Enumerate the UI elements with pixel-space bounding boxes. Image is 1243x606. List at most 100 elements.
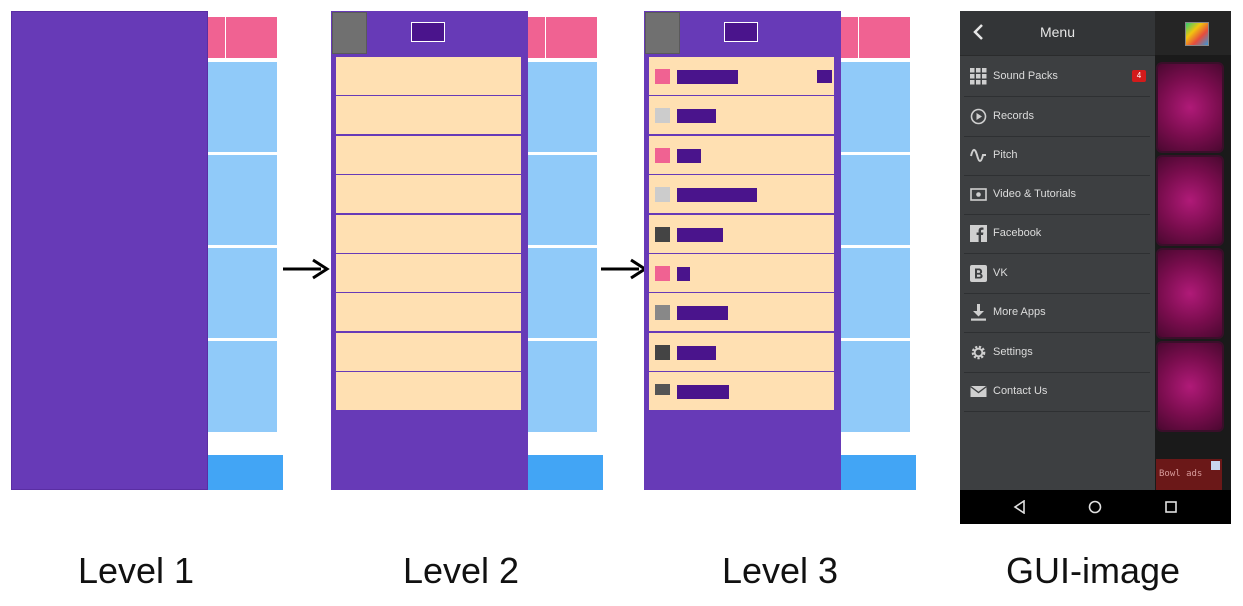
home-circle-icon[interactable] — [1088, 500, 1102, 514]
menu-item-more-apps[interactable]: More Apps — [964, 293, 1150, 333]
menu-item-label: Settings — [993, 346, 1033, 358]
menu-item-video-tutorials[interactable]: Video & Tutorials — [964, 175, 1150, 215]
menu-item-records[interactable]: Records — [964, 97, 1150, 137]
wireframe-text-block — [677, 267, 690, 281]
menu-item-contact-us[interactable]: Contact Us — [964, 372, 1150, 412]
wireframe-icon-block — [655, 147, 670, 163]
pad-tile[interactable] — [1156, 62, 1224, 153]
menu-item-vk[interactable]: VK — [964, 254, 1150, 294]
level2-caption: Level 2 — [402, 550, 520, 591]
wireframe-list-item — [649, 293, 834, 332]
wireframe-list-item — [336, 254, 521, 292]
wireframe-list-item — [336, 175, 521, 214]
wireframe-list-item — [649, 96, 834, 135]
pad-tile[interactable] — [1156, 155, 1224, 246]
back-arrow-icon[interactable] — [970, 23, 988, 41]
level3-title-block — [724, 22, 758, 42]
wireframe-text-block — [677, 188, 757, 203]
level2-pad-block — [527, 248, 597, 338]
wireframe-icon-block — [655, 226, 670, 242]
level2-pad-block — [527, 341, 597, 432]
level2-pad-block — [527, 155, 597, 245]
level1-wireframe — [11, 11, 283, 491]
wireframe-text-block — [677, 70, 738, 84]
wave-icon — [970, 148, 986, 162]
gui-image-caption: GUI-image — [1005, 550, 1181, 591]
ad-banner[interactable]: Bowl ads — [1156, 459, 1222, 490]
level1-drawer-block — [11, 11, 208, 490]
wireframe-icon-block — [655, 266, 670, 281]
arrow-right-icon — [601, 258, 648, 280]
level3-pad-block — [840, 62, 910, 152]
menu-item-label: Video & Tutorials — [993, 188, 1076, 200]
wireframe-text-block — [677, 385, 729, 400]
level2-pad-block — [527, 62, 597, 152]
wireframe-list-item — [336, 372, 521, 411]
level2-drawer-block — [331, 11, 528, 490]
menu-item-pitch[interactable]: Pitch — [964, 136, 1150, 176]
menu-item-sound-packs[interactable]: Sound Packs 4 — [964, 57, 1150, 97]
wireframe-icon-block — [655, 69, 670, 84]
level1-pad-block — [207, 62, 277, 152]
pad-tile[interactable] — [1156, 248, 1224, 339]
play-circle-icon — [970, 108, 987, 125]
level3-pad-block — [840, 248, 910, 338]
ad-close-icon[interactable] — [1211, 461, 1220, 470]
menu-item-label: Sound Packs — [993, 70, 1058, 82]
notification-badge: 4 — [1132, 70, 1146, 82]
menu-item-settings[interactable]: Settings — [964, 333, 1150, 373]
back-triangle-icon[interactable] — [1013, 500, 1027, 514]
level1-pad-block — [207, 248, 277, 338]
wireframe-list-item — [336, 57, 521, 95]
system-nav-bar — [960, 490, 1231, 524]
level3-caption: Level 3 — [721, 550, 839, 591]
level3-ad-block — [840, 455, 916, 490]
level1-toolbar-block — [207, 17, 277, 58]
level1-caption: Level 1 — [77, 550, 195, 591]
wireframe-list-item — [336, 96, 521, 135]
menu-item-label: VK — [993, 267, 1008, 279]
wireframe-icon-block — [655, 384, 670, 396]
wireframe-list-item — [649, 175, 834, 214]
wireframe-list-item — [649, 332, 834, 371]
wireframe-badge-block — [817, 70, 832, 83]
menu-item-label: Contact Us — [993, 385, 1048, 397]
wireframe-list-item — [336, 135, 521, 174]
level1-ad-block — [207, 455, 283, 490]
wireframe-list-item — [649, 214, 834, 253]
recents-square-icon[interactable] — [1164, 500, 1178, 514]
wireframe-icon-block — [655, 187, 670, 203]
vk-icon — [970, 265, 987, 282]
wireframe-list-item — [336, 214, 521, 253]
wireframe-list-item — [336, 293, 521, 332]
wireframe-icon-block — [655, 344, 670, 360]
menu-item-label: Pitch — [993, 149, 1018, 161]
wireframe-icon-block — [655, 108, 670, 124]
wireframe-list-item — [649, 372, 834, 411]
level1-pad-block — [207, 155, 277, 245]
level3-back-block — [645, 12, 680, 54]
level3-drawer-block — [644, 11, 841, 490]
wireframe-text-block — [677, 227, 723, 242]
menu-title: Menu — [1039, 24, 1076, 40]
level3-toolbar-block — [840, 17, 910, 58]
wireframe-list-item — [336, 332, 521, 371]
level1-pad-block — [207, 341, 277, 432]
level3-wireframe — [644, 11, 916, 491]
level2-back-block — [332, 12, 367, 54]
level2-toolbar-divider — [545, 17, 546, 58]
level2-toolbar-block — [527, 17, 597, 58]
wireframe-text-block — [677, 345, 716, 360]
level2-title-block — [411, 22, 445, 42]
mail-icon — [970, 385, 987, 397]
app-logo-icon[interactable] — [1185, 22, 1209, 46]
level2-wireframe — [331, 11, 603, 491]
level3-toolbar-divider — [858, 17, 859, 58]
menu-item-label: Records — [993, 110, 1034, 122]
ad-text: Bowl ads — [1159, 469, 1203, 479]
gear-icon — [971, 345, 986, 360]
pad-tile[interactable] — [1156, 341, 1224, 432]
level1-toolbar-divider — [225, 17, 226, 58]
wireframe-text-block — [677, 306, 728, 321]
menu-item-facebook[interactable]: Facebook — [964, 214, 1150, 254]
